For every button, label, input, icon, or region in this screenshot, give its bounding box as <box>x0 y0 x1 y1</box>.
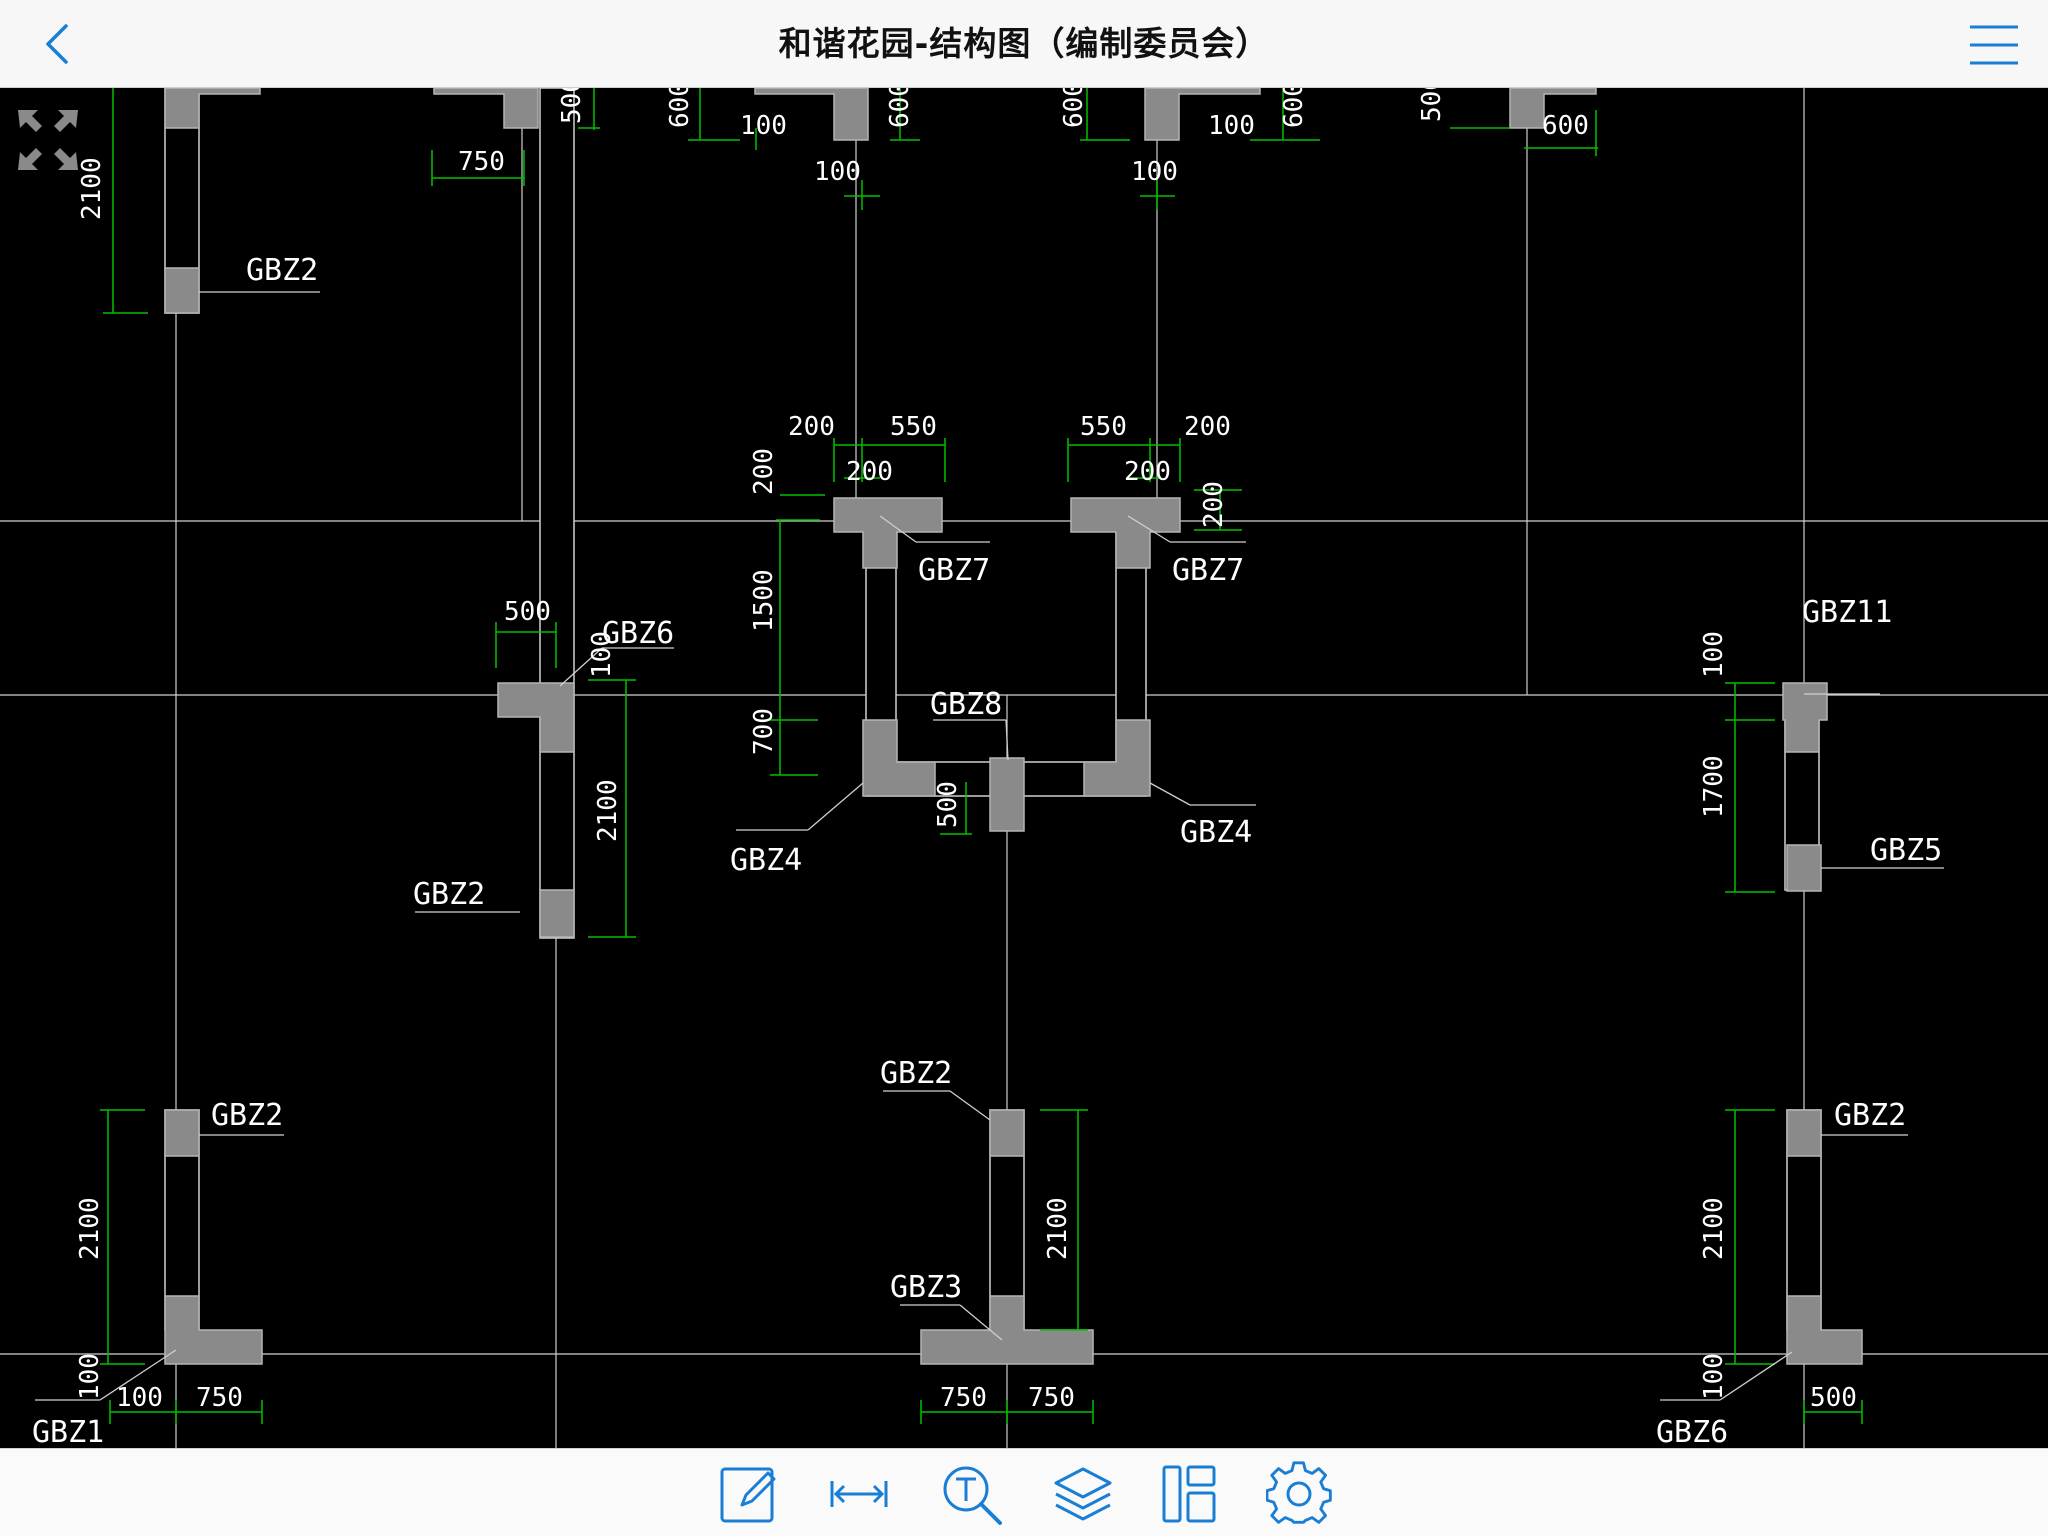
dim-100-top-d: 100 <box>1208 111 1255 141</box>
text-search-icon <box>943 1466 1002 1525</box>
label-gbz8: GBZ8 <box>930 687 1002 722</box>
dim-200-vertical-right: 200 <box>1199 481 1229 528</box>
dim-100-right: 100 <box>1699 631 1729 678</box>
fit-screen-icon <box>18 110 78 170</box>
dim-2100-top-left: 2100 <box>77 157 107 220</box>
dim-500-bottom-right: 500 <box>1810 1383 1857 1413</box>
dim-600-top-d: 600 <box>1279 88 1309 128</box>
dim-600-top-c: 600 <box>1059 88 1089 128</box>
measure-distance-icon <box>830 1481 888 1507</box>
bottom-toolbar <box>0 1448 2048 1536</box>
page-title: 和谐花园-结构图（编制委员会） <box>778 24 1270 63</box>
chevron-left-icon <box>46 24 68 64</box>
label-gbz2-mid: GBZ2 <box>413 877 485 912</box>
layout-panels-icon <box>1162 1465 1216 1523</box>
dim-750-bottom-mid-a: 750 <box>940 1383 987 1413</box>
dim-100-mid: 100 <box>587 631 617 678</box>
text-search-tool-button[interactable] <box>938 1461 1004 1527</box>
label-gbz2-bottom-mid: GBZ2 <box>880 1056 952 1091</box>
gear-icon <box>1265 1461 1332 1524</box>
dim-500-top-right: 500 <box>1417 88 1447 122</box>
dim-100-top-b: 100 <box>814 157 861 187</box>
layers-tool-button[interactable] <box>1050 1461 1116 1527</box>
hamburger-menu-icon <box>1970 25 2018 65</box>
dim-1700: 1700 <box>1699 755 1729 818</box>
dim-600-top-a: 600 <box>665 88 695 128</box>
label-gbz2-bottom-left: GBZ2 <box>211 1098 283 1133</box>
dim-200-d: 200 <box>1124 457 1171 487</box>
label-gbz2-bottom-right: GBZ2 <box>1834 1098 1906 1133</box>
dim-100-top-a: 100 <box>740 111 787 141</box>
dim-500-mid: 500 <box>504 597 551 627</box>
dim-1500: 1500 <box>749 569 779 632</box>
dim-100-bottom-right-vert: 100 <box>1699 1353 1729 1400</box>
label-gbz1: GBZ1 <box>32 1415 104 1448</box>
dim-100-bottom-left: 100 <box>116 1383 163 1413</box>
dim-200-b: 200 <box>846 457 893 487</box>
layers-icon <box>1054 1467 1112 1521</box>
dim-200-vertical: 200 <box>749 448 779 495</box>
dim-700: 700 <box>749 708 779 755</box>
dim-550-b: 550 <box>1080 412 1127 442</box>
fit-screen-button[interactable] <box>12 104 84 176</box>
dim-600-top-b: 600 <box>885 88 915 128</box>
label-gbz4-right: GBZ4 <box>1180 815 1252 850</box>
leader-lines <box>35 291 1944 1401</box>
dim-200-a: 200 <box>788 412 835 442</box>
back-button[interactable] <box>28 14 88 74</box>
dim-550-a: 550 <box>890 412 937 442</box>
dim-2100-bottom-left: 2100 <box>75 1197 105 1260</box>
measure-tool-button[interactable] <box>826 1461 892 1527</box>
top-navigation-bar: 和谐花园-结构图（编制委员会） <box>0 0 2048 88</box>
label-gbz7-left: GBZ7 <box>918 553 990 588</box>
settings-tool-button[interactable] <box>1265 1461 1332 1527</box>
label-gbz7-right: GBZ7 <box>1172 553 1244 588</box>
label-gbz6-bottom: GBZ6 <box>1656 1415 1728 1448</box>
layout-tool-button[interactable] <box>1156 1461 1222 1527</box>
pencil-edit-icon <box>720 1467 776 1523</box>
dim-200-c: 200 <box>1184 412 1231 442</box>
menu-button[interactable] <box>1966 20 2022 70</box>
dim-2100-bottom-mid: 2100 <box>1043 1197 1073 1260</box>
dim-500-gbz8: 500 <box>933 781 963 828</box>
dim-750-bottom-mid-b: 750 <box>1028 1383 1075 1413</box>
dim-100-bottom-left-vert: 100 <box>75 1353 105 1400</box>
label-gbz11: GBZ11 <box>1802 595 1892 630</box>
edit-tool-button[interactable] <box>716 1461 782 1527</box>
dim-500-top: 500 <box>557 88 587 124</box>
label-gbz2-top-left: GBZ2 <box>246 253 318 288</box>
structural-drawing[interactable]: GBZ2 GBZ7 GBZ7 GBZ6 GBZ8 GBZ11 GBZ4 GBZ4… <box>0 88 2048 1448</box>
dim-600-top: 600 <box>1542 111 1589 141</box>
label-gbz4-left: GBZ4 <box>730 843 802 878</box>
drawing-canvas[interactable]: GBZ2 GBZ7 GBZ7 GBZ6 GBZ8 GBZ11 GBZ4 GBZ4… <box>0 88 2048 1448</box>
label-gbz6-mid: GBZ6 <box>602 616 674 651</box>
dim-2100-bottom-right: 2100 <box>1699 1197 1729 1260</box>
dim-2100-mid: 2100 <box>593 779 623 842</box>
label-gbz3: GBZ3 <box>890 1270 962 1305</box>
label-gbz5: GBZ5 <box>1870 833 1942 868</box>
dim-100-top-c: 100 <box>1131 157 1178 187</box>
dimension-lines <box>100 88 1863 1424</box>
column-blocks <box>164 88 1863 1365</box>
dim-750-top: 750 <box>458 147 505 177</box>
dim-750-bottom-left: 750 <box>196 1383 243 1413</box>
